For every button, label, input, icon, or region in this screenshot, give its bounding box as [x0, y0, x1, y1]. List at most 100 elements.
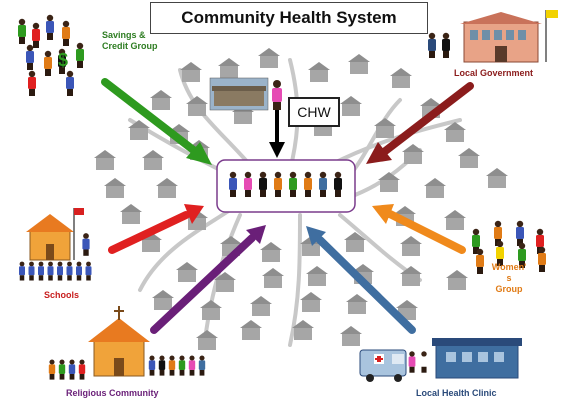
hub-person — [259, 171, 267, 197]
womens-arrow-head — [372, 204, 394, 224]
womens-label-line1: Women' — [491, 262, 527, 272]
local-gov-building — [460, 10, 558, 63]
student — [57, 261, 63, 281]
village-house — [340, 96, 362, 116]
village-house — [196, 330, 218, 350]
chw-label: CHW — [288, 97, 340, 127]
village-house — [214, 272, 236, 292]
hub-person — [274, 171, 282, 197]
village-house — [444, 122, 466, 142]
hub-person — [244, 171, 252, 197]
village-house — [402, 144, 424, 164]
village-house — [444, 210, 466, 230]
village-house — [486, 168, 508, 188]
chw-body — [272, 88, 282, 102]
community-member — [68, 359, 76, 380]
hub-box — [216, 159, 356, 213]
women-member — [518, 242, 526, 268]
diagram-title: Community Health System — [150, 2, 428, 34]
village-house — [150, 90, 172, 110]
local-health-clinic-label: Local Health Clinic — [416, 388, 497, 398]
local-gov-arrow-head — [366, 142, 392, 164]
village-house — [218, 58, 240, 78]
village-house — [348, 54, 370, 74]
village-house — [390, 68, 412, 88]
village-house — [180, 62, 202, 82]
village-house — [128, 120, 150, 140]
village-house — [258, 48, 280, 68]
hub-person — [334, 171, 342, 197]
community-member — [188, 355, 196, 376]
community-member — [78, 359, 86, 380]
hub-person — [319, 171, 327, 197]
savings-member — [44, 50, 52, 76]
hub-person — [304, 171, 312, 197]
school-building — [26, 208, 84, 261]
student — [66, 261, 73, 281]
womens-label-line3: Group — [495, 284, 523, 294]
savings-group-people — [18, 14, 84, 96]
religious-community-people — [48, 355, 206, 380]
village-house — [200, 300, 222, 320]
village-house — [262, 268, 284, 288]
path-line — [138, 208, 232, 292]
schools-arrow-head — [184, 204, 204, 224]
school-students — [19, 233, 92, 281]
village-house — [292, 320, 314, 340]
savings-member — [62, 20, 70, 46]
village-house — [94, 150, 116, 170]
village-house — [400, 266, 422, 286]
religious-community-label: Religious Community — [66, 388, 159, 398]
chw-legs — [273, 102, 281, 110]
community-member — [158, 355, 166, 376]
village-house — [446, 270, 468, 290]
student — [19, 261, 25, 281]
village-house — [424, 178, 446, 198]
savings-member — [58, 48, 66, 74]
village-house — [340, 326, 362, 346]
community-member — [58, 359, 66, 380]
savings-label-line1: Savings & — [102, 30, 146, 40]
student — [38, 261, 44, 281]
path-line — [178, 68, 252, 167]
chw-figure — [209, 77, 282, 111]
clinic-staff — [408, 351, 428, 373]
savings-group-label: Savings & Credit Group — [102, 30, 158, 52]
women-member — [538, 246, 546, 272]
hub-person — [289, 171, 297, 197]
student — [85, 261, 92, 281]
savings-member — [46, 14, 54, 40]
womens-label-line2: s — [506, 273, 512, 283]
community-member — [168, 355, 176, 376]
religious-arrow-head — [246, 225, 266, 244]
savings-member — [18, 18, 26, 44]
dollar-sign: $ — [58, 50, 68, 70]
women-member — [476, 248, 484, 274]
village-house — [400, 236, 422, 256]
womens-arrow-shaft — [386, 210, 466, 254]
schools-arrow-shaft — [108, 211, 190, 254]
gov-official — [442, 32, 450, 58]
village-house — [308, 62, 330, 82]
village-house — [374, 118, 396, 138]
community-member — [198, 355, 206, 376]
village-house — [104, 178, 126, 198]
village-house — [378, 172, 400, 192]
ambulance — [359, 349, 407, 382]
hub-person — [229, 171, 237, 197]
women-member — [472, 228, 480, 254]
village-house — [458, 148, 480, 168]
village-house — [344, 232, 366, 252]
village-house — [260, 242, 282, 262]
women-member — [496, 240, 504, 266]
womens-group-label: Women' s Group — [484, 262, 534, 295]
savings-member — [28, 70, 36, 96]
local-gov-arrow-shaft — [380, 82, 474, 156]
community-member — [178, 355, 186, 376]
savings-arrow-head — [186, 142, 212, 165]
chw-arrow-head — [269, 142, 285, 158]
savings-label-line2: Credit Group — [102, 41, 158, 51]
savings-arrow-shaft — [101, 78, 200, 156]
village-house — [306, 266, 328, 286]
